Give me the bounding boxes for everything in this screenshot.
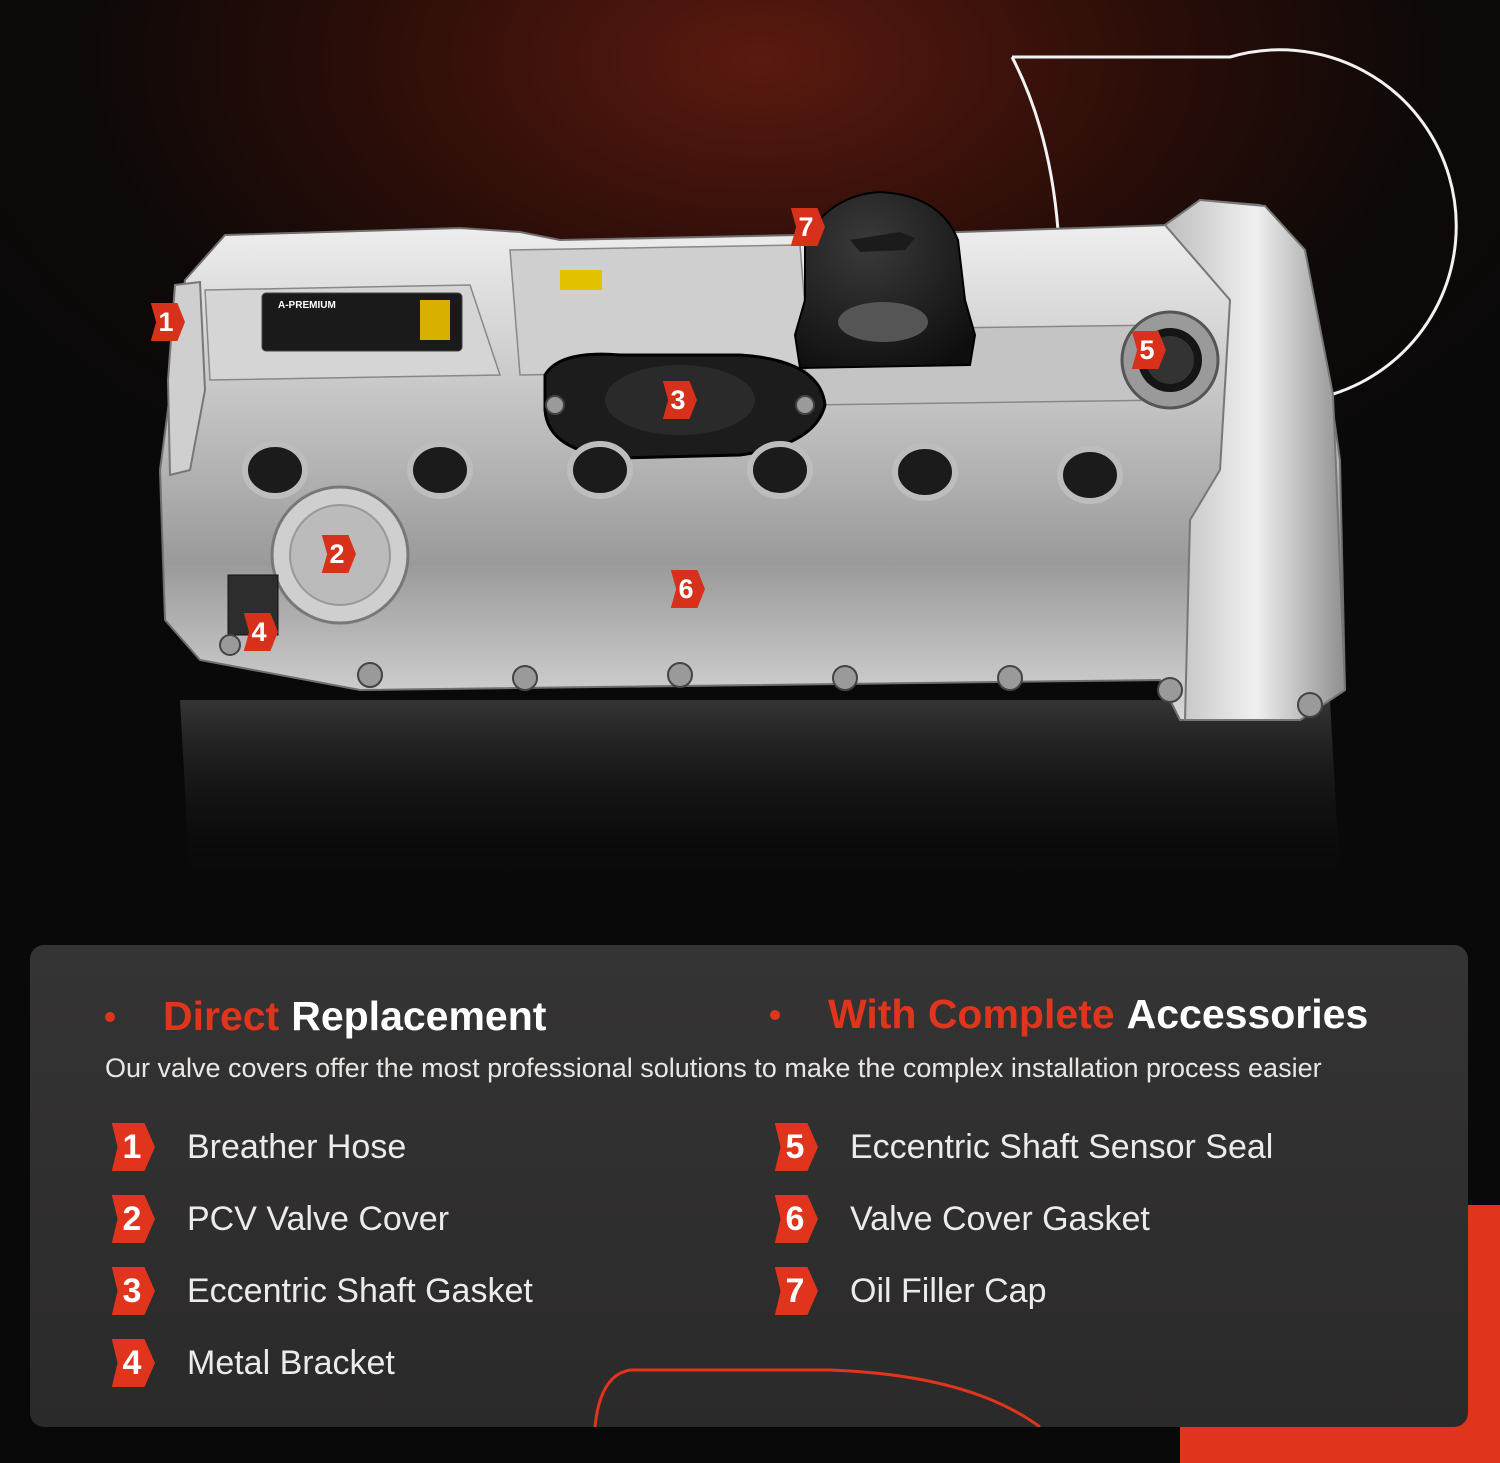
feature-direct-replacement: Direct Replacement (105, 993, 546, 1040)
brand-label: A-PREMIUM (278, 300, 336, 311)
number-badge: 2 (107, 1195, 155, 1243)
number-badge: 1 (107, 1123, 155, 1171)
part-item: 7 Oil Filler Cap (770, 1266, 1046, 1316)
callout-5: 5 (1128, 331, 1166, 369)
callout-2: 2 (318, 535, 356, 573)
decorative-arc (1010, 48, 1458, 397)
callout-1: 1 (147, 303, 185, 341)
bullet-dot (770, 1009, 780, 1020)
feature-complete-accessories: With Complete Accessories (770, 991, 1368, 1038)
callout-6: 6 (667, 570, 705, 608)
number-badge: 6 (770, 1195, 818, 1243)
panel-decorative-arc (593, 1368, 1041, 1427)
part-label: Eccentric Shaft Gasket (187, 1271, 533, 1310)
part-label: Valve Cover Gasket (850, 1199, 1150, 1238)
callout-7: 7 (787, 208, 825, 246)
part-label: PCV Valve Cover (187, 1199, 450, 1238)
part-label: Metal Bracket (187, 1343, 395, 1382)
tagline: Our valve covers offer the most professi… (105, 1053, 1322, 1083)
part-item: 6 Valve Cover Gasket (770, 1194, 1150, 1244)
part-item: 5 Eccentric Shaft Sensor Seal (770, 1122, 1273, 1172)
number-badge: 3 (107, 1267, 155, 1315)
part-item: 2 PCV Valve Cover (107, 1194, 449, 1244)
info-panel: Direct Replacement With Complete Accesso… (30, 945, 1468, 1427)
callout-4: 4 (240, 613, 278, 651)
callout-3: 3 (659, 381, 697, 419)
number-badge: 4 (107, 1339, 155, 1387)
part-label: Oil Filler Cap (850, 1271, 1047, 1310)
bullet-dot (105, 1011, 115, 1022)
part-label: Breather Hose (187, 1127, 407, 1166)
part-item: 3 Eccentric Shaft Gasket (107, 1266, 533, 1316)
part-item: 1 Breather Hose (107, 1122, 406, 1172)
part-item: 4 Metal Bracket (107, 1338, 395, 1388)
product-image: A-PREMIUM (147, 190, 1347, 880)
number-badge: 7 (770, 1267, 818, 1315)
part-label: Eccentric Shaft Sensor Seal (850, 1127, 1274, 1166)
number-badge: 5 (770, 1123, 818, 1171)
